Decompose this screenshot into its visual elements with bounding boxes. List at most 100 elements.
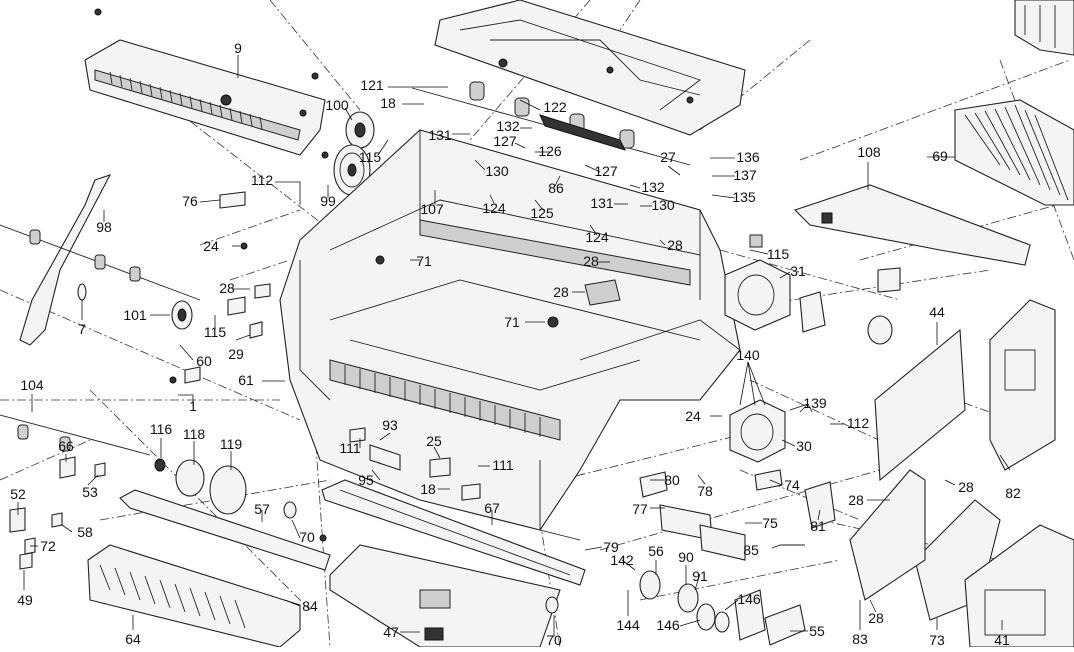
callout-number: 112 [251,172,274,188]
callout-number: 1 [189,398,197,414]
part-30-fan [729,399,786,463]
callout-number: 91 [692,568,708,584]
callout-number: 119 [220,436,243,452]
part-44-board [874,328,966,482]
callout-number: 116 [150,421,173,437]
callout-number: 108 [857,144,881,160]
callout-number: 25 [426,433,442,449]
callout-number: 84 [302,598,318,614]
callout-number: 127 [493,133,517,149]
callout-number: 130 [485,163,509,179]
part-98-lever [19,174,112,346]
callout-number: 49 [17,592,33,608]
callout-number: 70 [299,529,315,545]
callout-number: 98 [96,219,112,235]
callout-number: 121 [360,77,384,93]
callout-number: 24 [203,238,219,254]
part-101-bushing [171,300,193,330]
part-41-psu [964,524,1074,648]
callout-number: 31 [790,263,806,279]
callout-number: 44 [929,304,945,320]
part-64-tray [87,544,301,648]
callout-number: 24 [685,408,701,424]
callout-number: 80 [664,472,680,488]
callout-number: 146 [737,591,761,607]
callout-number: 82 [1005,485,1021,501]
callout-number: 71 [504,314,520,330]
callout-number: 28 [868,610,884,626]
callout-number: 86 [548,180,564,196]
callout-number: 111 [339,440,360,456]
callout-number: 127 [594,163,618,179]
callout-number: 112 [847,415,870,431]
callout-number: 76 [182,193,198,209]
part-57-plate [119,489,331,571]
shaft-left [0,224,201,301]
callout-number: 131 [428,127,452,143]
callout-number: 132 [496,118,520,134]
callout-number: 18 [420,481,436,497]
callout-number: 124 [585,229,609,245]
callout-number: 144 [616,617,640,633]
part-108-guide [793,184,1031,266]
leader-lines [17,55,1011,637]
callout-number: 85 [743,542,759,558]
callout-number: 30 [796,438,812,454]
callout-number: 28 [583,253,599,269]
callout-number: 72 [40,538,56,554]
callout-number: 61 [238,372,254,388]
callout-number: 41 [994,632,1010,647]
callout-number: 135 [732,189,756,205]
callout-number: 9 [234,40,242,56]
callout-number: 107 [420,201,444,217]
callout-number: 104 [20,377,44,393]
small-parts-left [9,8,559,614]
callout-number: 146 [656,617,680,633]
small-brackets-right [639,234,901,561]
callout-number: 47 [383,624,399,640]
callout-number: 142 [610,552,634,568]
part-83-bracket [849,469,926,601]
callout-number: 75 [762,515,778,531]
callout-number: 118 [183,426,206,442]
callout-number: 28 [553,284,569,300]
callout-number: 136 [736,149,760,165]
top-right-tray [1014,0,1074,56]
callout-number: 55 [809,623,825,639]
part-69-exit-tray [954,99,1074,206]
callout-number: 126 [538,143,562,159]
callout-number: 139 [803,395,827,411]
part-82-bracket [989,299,1056,471]
part-31-fan [724,259,791,331]
callout-number: 58 [77,524,93,540]
part-99-gear [333,144,371,196]
callout-number: 74 [784,477,800,493]
callout-number: 7 [78,321,86,337]
callout-number: 125 [530,205,554,221]
part-7-washer [77,283,87,301]
callout-number: 83 [852,631,868,647]
part-100-gear [345,111,375,149]
callout-number: 27 [660,149,676,165]
callout-number: 69 [932,148,948,164]
top-frame-plate [434,0,746,136]
callout-number: 28 [219,280,235,296]
part-118-119-rollers [154,458,247,515]
callout-number: 56 [648,543,664,559]
callout-number: 132 [641,179,665,195]
callout-number: 52 [10,486,26,502]
callout-number: 78 [697,483,713,499]
callout-number: 137 [733,167,757,183]
callout-number: 99 [320,193,336,209]
callout-number: 115 [767,246,790,262]
part-104-shaft [0,414,151,456]
part-9-cover [84,39,326,156]
callout-number: 67 [484,500,500,516]
callout-number: 124 [482,200,506,216]
callout-number: 70 [546,632,562,647]
small-gears-bottom [639,570,806,646]
callout-number: 115 [204,324,227,340]
